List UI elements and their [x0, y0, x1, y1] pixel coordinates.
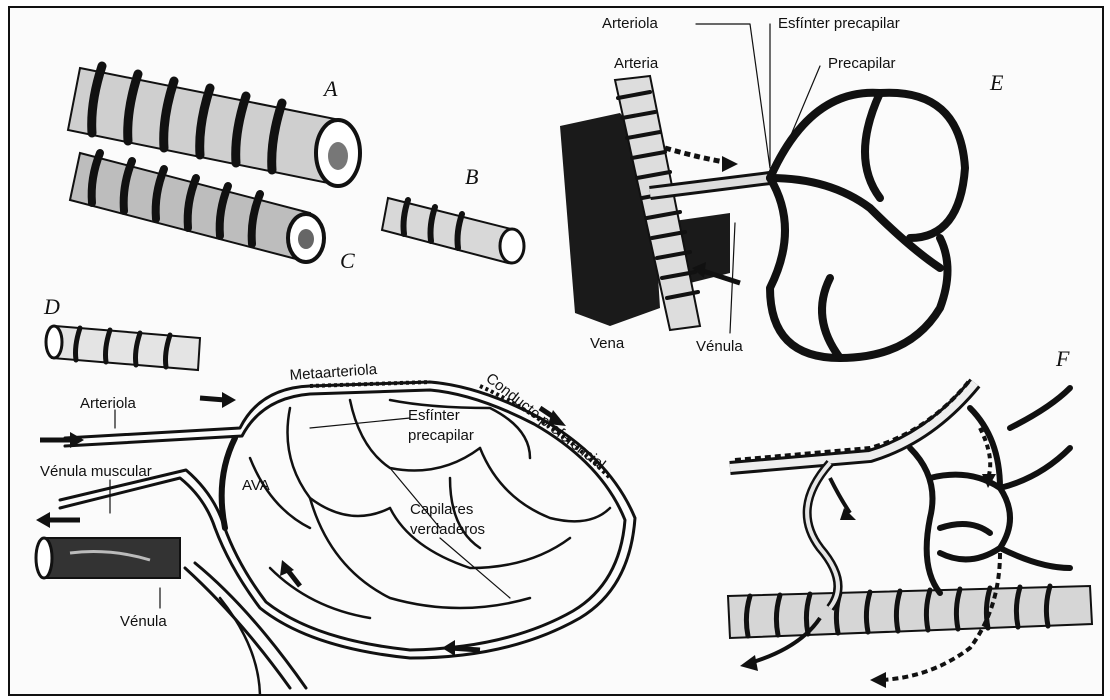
panel-label-e: E — [989, 70, 1004, 95]
label-capilares-2: verdaderos — [410, 521, 485, 538]
label-precapilar: Precapilar — [828, 55, 896, 72]
label-conducto-preferencial: Conducto preferencial — [483, 370, 609, 474]
panel-label-c: C — [340, 248, 355, 273]
microcirculation-diagram: A C B D — [10, 8, 1104, 696]
panel-label-d: D — [43, 294, 60, 319]
panel-label-b: B — [465, 164, 478, 189]
label-arteria: Arteria — [614, 55, 659, 72]
label-ava: AVA — [242, 477, 270, 494]
label-capilares-1: Capilares — [410, 501, 473, 518]
vessel-d-venule — [46, 326, 200, 370]
label-esfinter-d-1: Esfínter — [408, 407, 460, 424]
label-venula-e: Vénula — [696, 338, 743, 355]
label-arteriola-e: Arteriola — [602, 15, 659, 32]
panel-e-drawing — [560, 24, 965, 358]
vessel-b — [382, 198, 524, 263]
label-esfinter-d-2: precapilar — [408, 427, 474, 444]
label-esfinter-precapilar-e: Esfínter precapilar — [778, 15, 900, 32]
label-venula-muscular: Vénula muscular — [40, 463, 152, 480]
panel-label-a: A — [322, 76, 338, 101]
vessel-muscular-venule — [36, 538, 180, 578]
panel-label-f: F — [1055, 346, 1070, 371]
label-vena: Vena — [590, 335, 625, 352]
figure-frame: A C B D — [8, 6, 1104, 696]
panel-f-drawing — [728, 380, 1092, 688]
label-arteriola-d: Arteriola — [80, 395, 137, 412]
label-metaarteriola: Metaarteriola — [289, 361, 378, 384]
label-venula-d: Vénula — [120, 613, 167, 630]
